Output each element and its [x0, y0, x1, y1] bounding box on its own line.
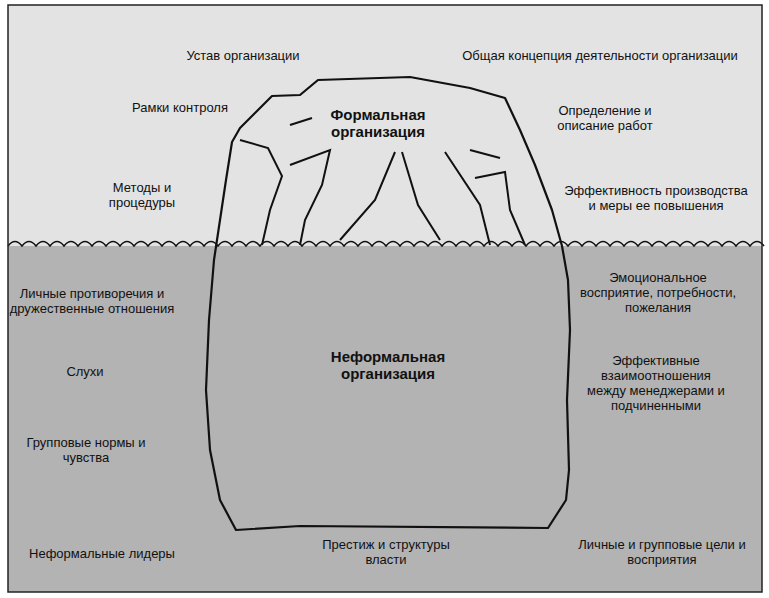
- annotation-label: Определение и описание работ: [530, 103, 680, 133]
- node-title: Неформальная организация: [313, 348, 463, 382]
- ice-crack: [470, 150, 500, 158]
- annotation-label: Личные противоречия и дружественные отно…: [5, 286, 180, 316]
- ice-crack: [445, 152, 490, 245]
- ice-crack: [340, 152, 395, 240]
- annotation-label: Эффективность производства и меры ее пов…: [564, 183, 749, 213]
- iceberg-outline: [203, 74, 573, 534]
- ice-crack: [475, 172, 525, 245]
- annotation-label: Групповые нормы и чувства: [24, 435, 149, 465]
- wave-line: [8, 242, 764, 247]
- ice-crack: [402, 152, 440, 240]
- annotation-label: Рамки контроля: [115, 100, 245, 115]
- annotation-label: Эффективные взаимоотношения между менедж…: [581, 353, 731, 413]
- ice-crack: [290, 118, 312, 125]
- node-title: Формальная организация: [313, 106, 443, 140]
- annotation-label: Эмоциональное восприятие, потребности, п…: [579, 270, 737, 315]
- annotation-label: Слухи: [35, 364, 135, 379]
- annotation-label: Методы и процедуры: [82, 180, 202, 210]
- ice-crack: [290, 150, 330, 245]
- iceberg-shape: [206, 77, 570, 530]
- iceberg: Формальная организацияНеформальная орган…: [203, 74, 573, 534]
- annotation-label: Устав организации: [163, 48, 323, 63]
- ice-crack: [240, 140, 282, 245]
- annotation-label: Личные и групповые цели и восприятия: [577, 537, 747, 567]
- annotation-label: Общая концепция деятельности организации: [435, 48, 765, 63]
- annotation-label: Неформальные лидеры: [17, 546, 187, 561]
- annotation-label: Престиж и структуры власти: [301, 537, 471, 567]
